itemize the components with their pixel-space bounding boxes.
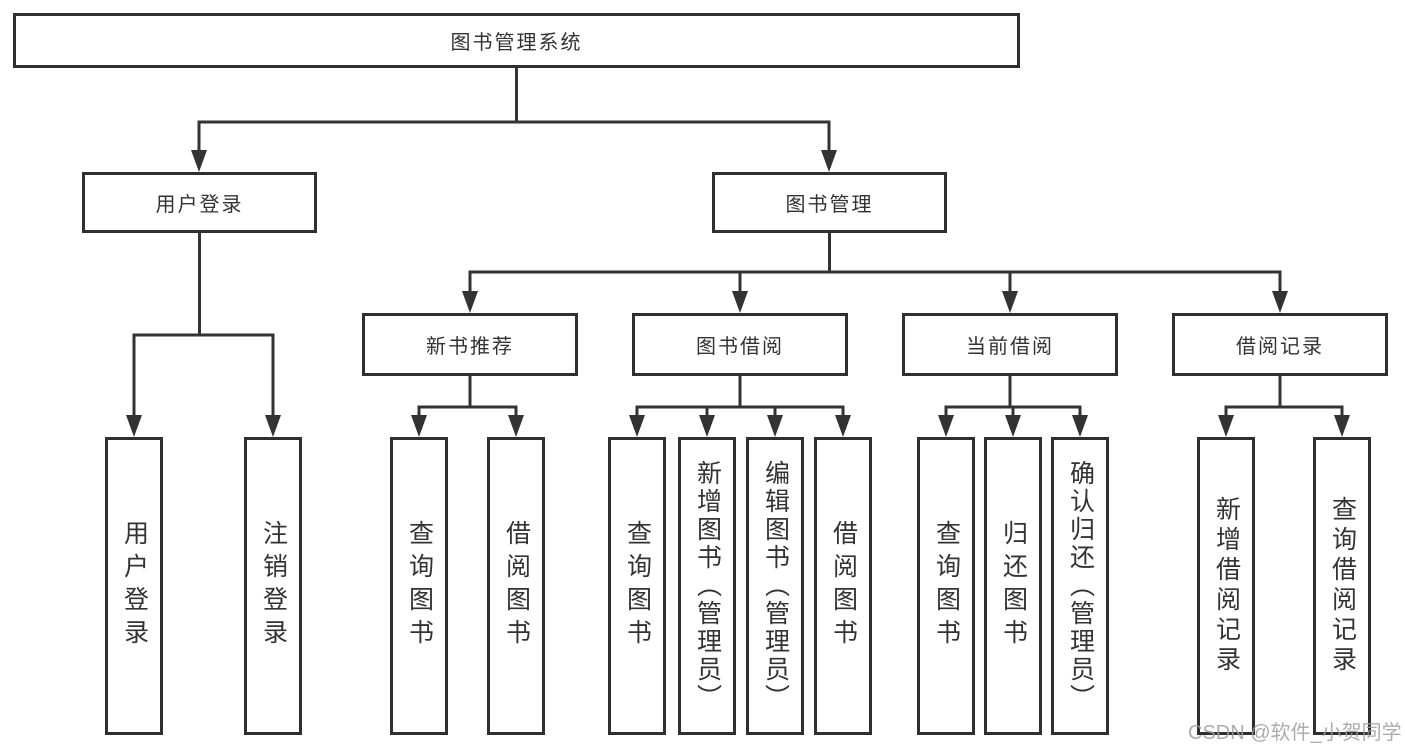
node-book-management: 图书管理	[712, 172, 947, 233]
node-new-book-recommend: 新书推荐	[362, 313, 578, 376]
leaf-user-login-label: 用户登录	[120, 520, 149, 652]
leaf-query-books-recommend: 查询图书	[390, 437, 448, 735]
node-root: 图书管理系统	[13, 13, 1020, 68]
leaf-return-books-label: 归还图书	[999, 520, 1028, 652]
leaf-logout: 注销登录	[244, 437, 302, 735]
node-borrow-records-label: 借阅记录	[1236, 336, 1324, 358]
node-book-borrowing-label: 图书借阅	[696, 336, 784, 358]
node-current-borrowing-label: 当前借阅	[966, 336, 1054, 358]
node-user-login: 用户登录	[82, 172, 317, 233]
node-current-borrowing: 当前借阅	[902, 313, 1118, 376]
leaf-confirm-return-admin-label: 确认归还（管理员）	[1066, 460, 1095, 712]
node-new-book-recommend-label: 新书推荐	[426, 336, 514, 358]
leaf-edit-book-admin-label: 编辑图书（管理员）	[761, 460, 790, 712]
leaf-logout-label: 注销登录	[259, 520, 288, 652]
leaf-query-books-current-label: 查询图书	[932, 520, 961, 652]
leaf-borrow-books-recommend-label: 借阅图书	[502, 520, 531, 652]
leaf-add-borrow-record: 新增借阅记录	[1197, 437, 1255, 735]
leaf-query-borrow-record-label: 查询借阅记录	[1328, 496, 1357, 676]
node-borrow-records: 借阅记录	[1172, 313, 1388, 376]
leaf-confirm-return-admin: 确认归还（管理员）	[1051, 437, 1109, 735]
leaf-return-books: 归还图书	[984, 437, 1042, 735]
node-user-login-label: 用户登录	[155, 194, 244, 216]
leaf-query-borrow-record: 查询借阅记录	[1313, 437, 1371, 735]
csdn-watermark: CSDN @软件_小贺同学	[1188, 722, 1402, 744]
leaf-query-books-current: 查询图书	[917, 437, 975, 735]
node-root-label: 图书管理系统	[450, 32, 583, 54]
node-book-management-label: 图书管理	[785, 194, 874, 216]
leaf-query-books-recommend-label: 查询图书	[405, 520, 434, 652]
leaf-borrow-books-borrowing-label: 借阅图书	[829, 520, 858, 652]
leaf-borrow-books-borrowing: 借阅图书	[814, 437, 872, 735]
node-book-borrowing: 图书借阅	[632, 313, 848, 376]
arrowheads	[126, 150, 1350, 437]
leaf-add-borrow-record-label: 新增借阅记录	[1212, 496, 1241, 676]
leaf-borrow-books-recommend: 借阅图书	[487, 437, 545, 735]
leaf-query-books-borrowing: 查询图书	[608, 437, 666, 735]
leaf-user-login: 用户登录	[105, 437, 163, 735]
leaf-add-book-admin: 新增图书（管理员）	[678, 437, 736, 735]
connector-segments	[132, 68, 1344, 417]
leaf-query-books-borrowing-label: 查询图书	[623, 520, 652, 652]
leaf-add-book-admin-label: 新增图书（管理员）	[693, 460, 722, 712]
leaf-edit-book-admin: 编辑图书（管理员）	[746, 437, 804, 735]
